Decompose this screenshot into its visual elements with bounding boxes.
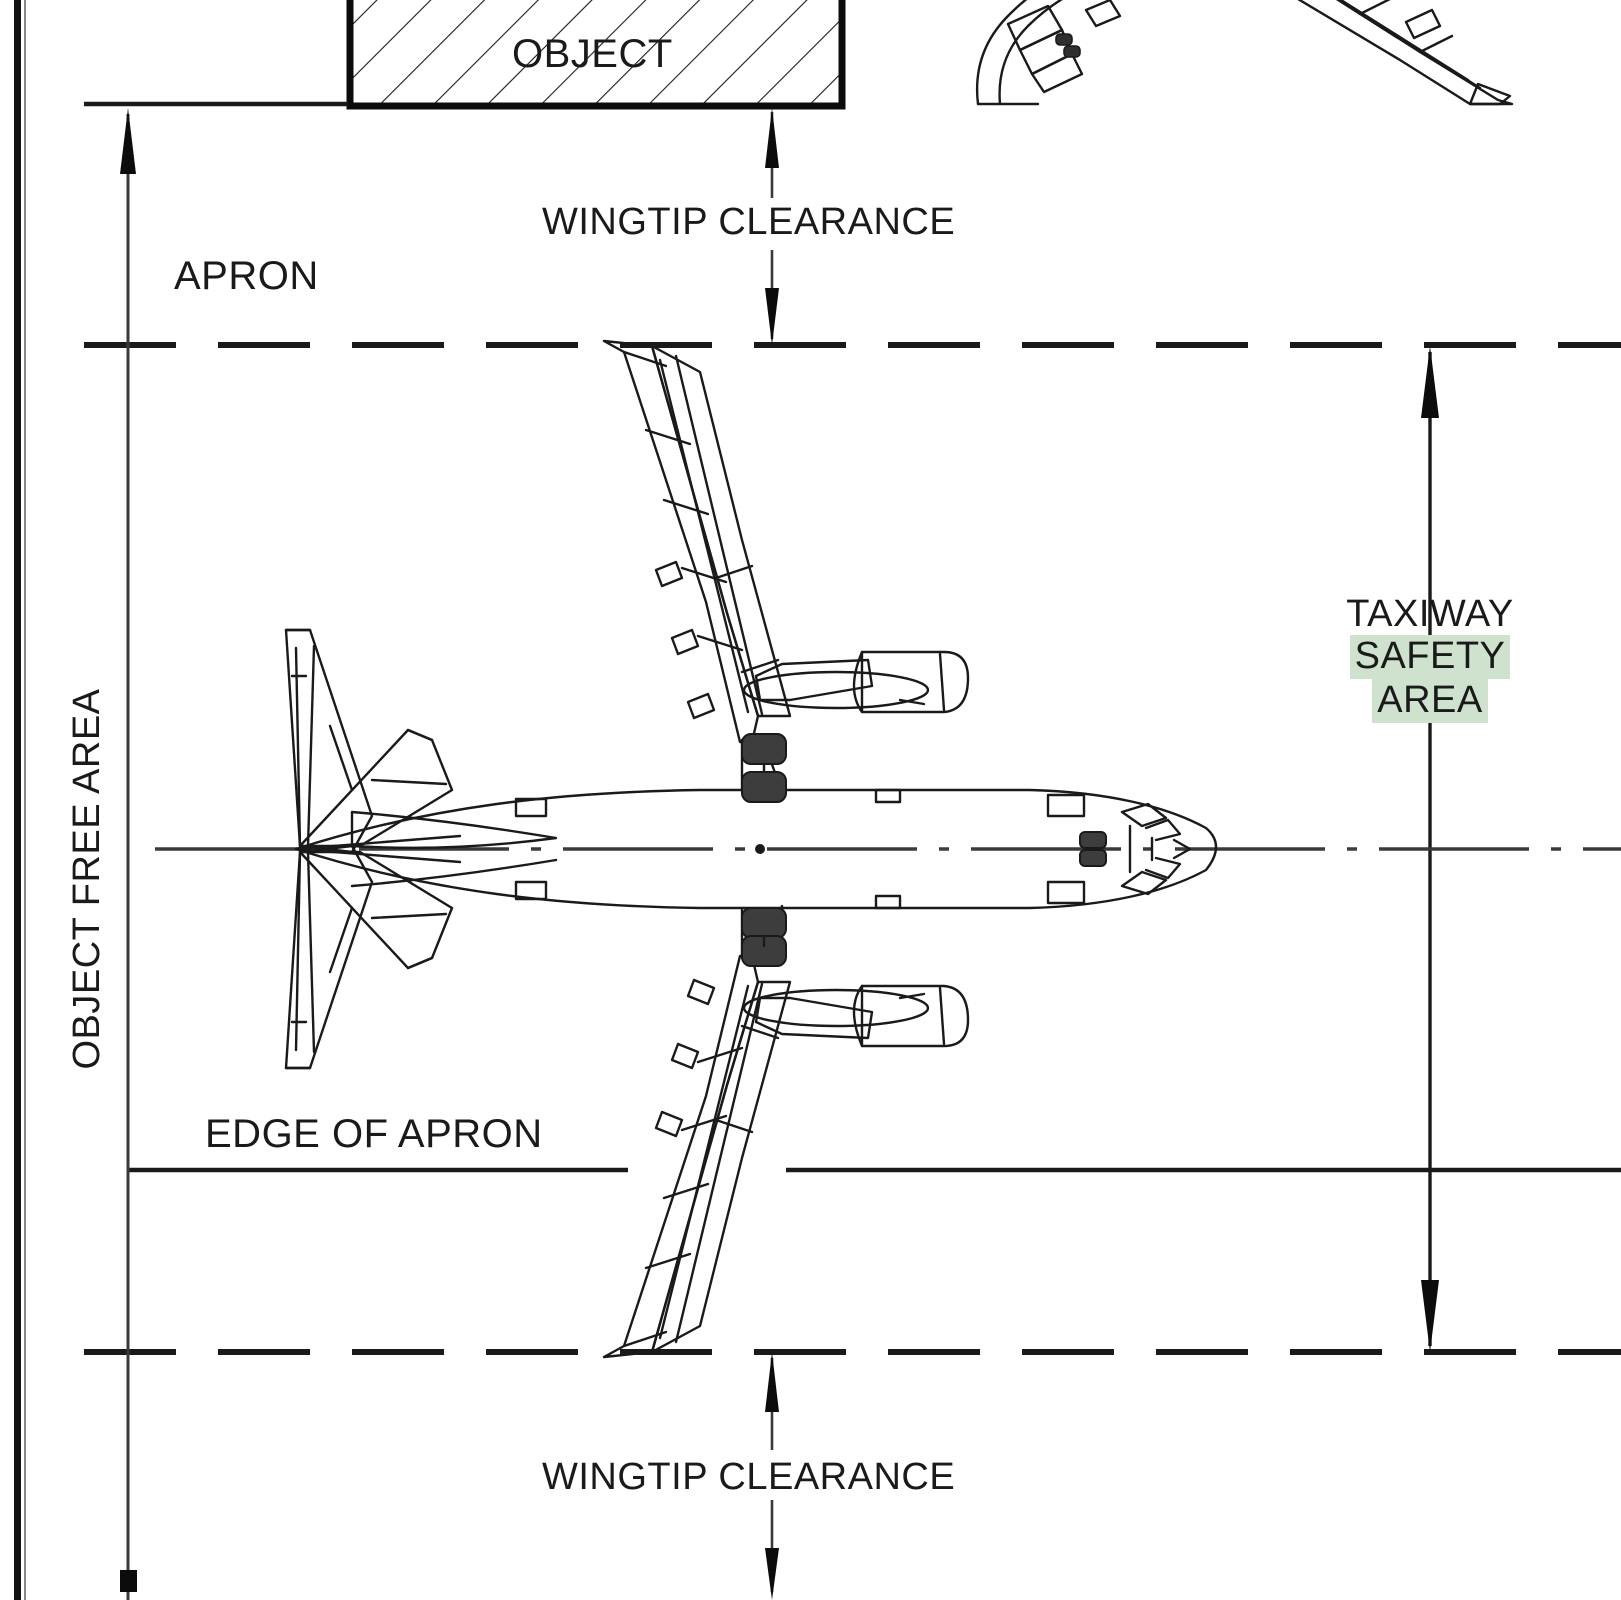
object-block: [346, 0, 846, 110]
taxiway-safety-area-line-3-text: AREA: [1372, 679, 1488, 724]
wingtip-clearance-label-top: WINGTIP CLEARANCE: [542, 201, 956, 243]
wingtip-clearance-label-bottom: WINGTIP CLEARANCE: [542, 1456, 956, 1498]
taxiway-safety-area-line-2-text: SAFETY: [1349, 635, 1511, 680]
aircraft-tail: [284, 628, 558, 1070]
aircraft-wing-lower: [602, 954, 792, 1359]
edge-of-apron-label: EDGE OF APRON: [205, 1112, 543, 1156]
aircraft-landing-gear: [741, 733, 1107, 967]
aircraft-partial-top-right: [976, 0, 1514, 106]
object-free-area-dimension: [120, 108, 137, 1600]
apron-label: APRON: [174, 254, 319, 298]
left-boundary-edge: [14, 0, 26, 1600]
aircraft-engine-lower: [742, 984, 970, 1048]
taxiway-safety-area-label: TAXIWAY SAFETY AREA: [1330, 593, 1530, 724]
aircraft-wing-upper: [602, 339, 792, 744]
object-free-area-label: OBJECT FREE AREA: [66, 688, 108, 1070]
taxiway-safety-area-line-2: SAFETY: [1330, 635, 1530, 680]
taxiway-safety-area-line-3: AREA: [1330, 679, 1530, 724]
aircraft-plan-view: [284, 339, 1218, 1359]
taxiway-safety-area-line-1: TAXIWAY: [1346, 593, 1514, 635]
wingtip-clearance-dimension-bottom: [765, 1352, 779, 1600]
wingtip-clearance-dimension-top: [765, 108, 779, 345]
aircraft-engine-upper: [742, 650, 970, 714]
object-label: OBJECT: [512, 32, 673, 76]
